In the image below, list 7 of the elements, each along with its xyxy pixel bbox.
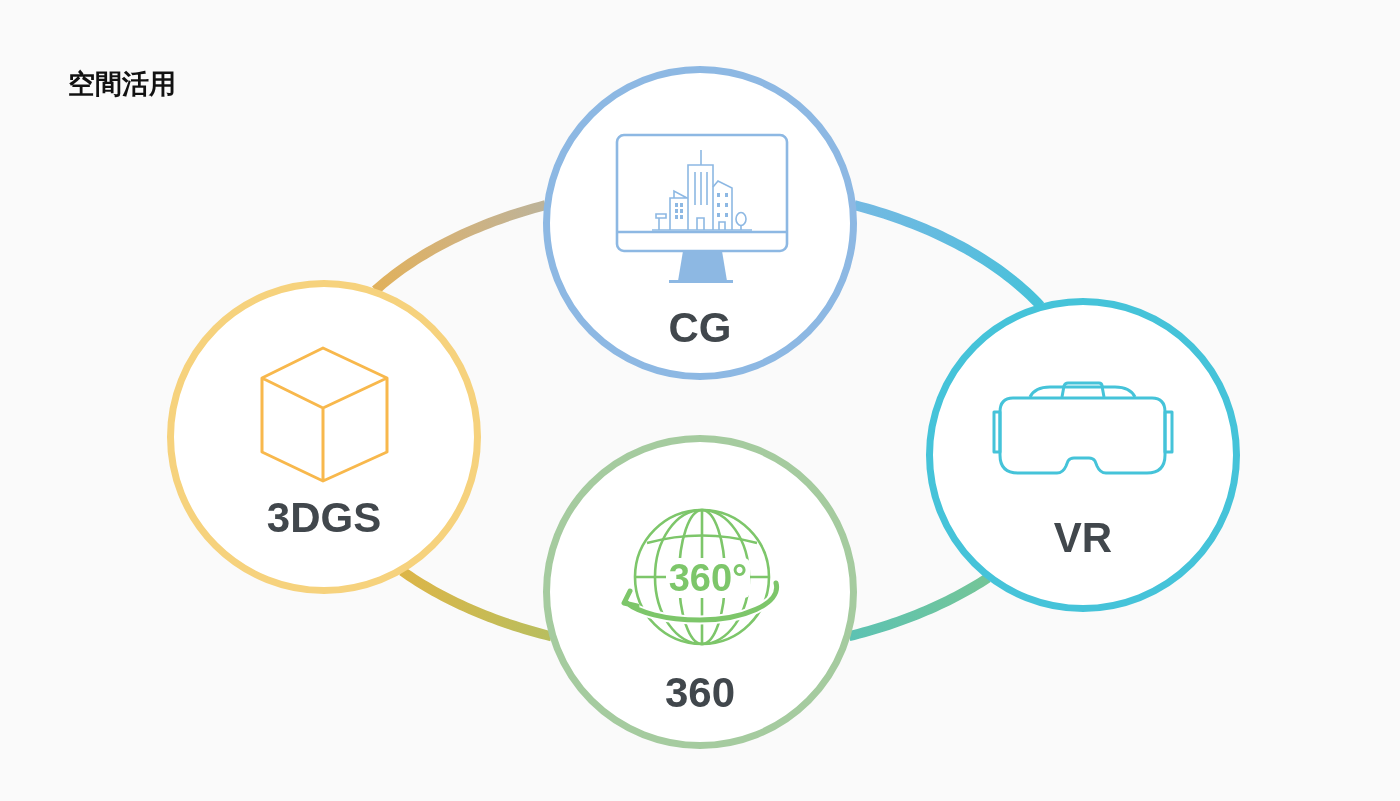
connector-arc <box>847 573 991 642</box>
category-label: VR <box>1053 513 1113 563</box>
degree-text: 360° <box>665 558 751 598</box>
category-label: CG <box>668 303 732 353</box>
diagram-title: 空間活用 <box>68 67 176 101</box>
category-label: 360 <box>664 668 736 718</box>
category-label: 3DGS <box>266 493 382 543</box>
